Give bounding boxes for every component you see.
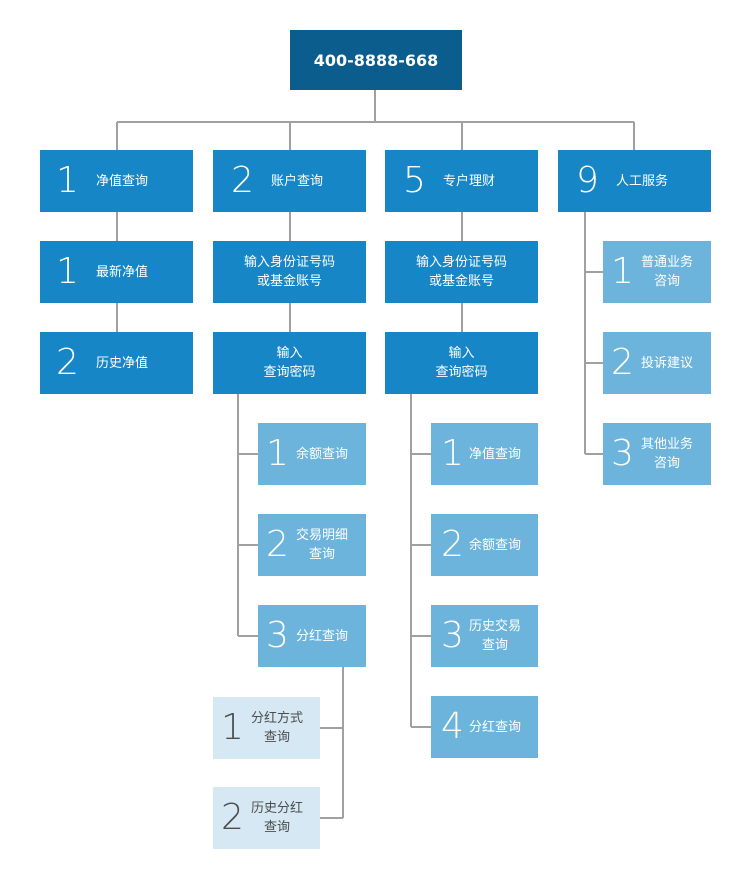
option-label: 历史分红 查询: [251, 801, 304, 835]
option-number: 2: [221, 797, 244, 838]
option-number: 3: [266, 615, 289, 656]
branch-number: 2: [231, 160, 254, 201]
special-option-nav: 1 净值查询: [431, 423, 538, 485]
manual-option-complaint: 2 投诉建议: [603, 332, 711, 394]
manual-option-general: 1 普通业务 咨询: [603, 241, 711, 303]
option-label: 余额查询: [296, 446, 349, 462]
option-number: 3: [441, 615, 464, 656]
option-number: 1: [266, 433, 289, 474]
option-label: 分红查询: [296, 628, 349, 644]
option-number: 1: [441, 433, 464, 474]
account-step-password-input: 输入 查询密码: [213, 332, 366, 394]
option-number: 1: [56, 251, 79, 292]
option-number: 4: [441, 706, 464, 747]
option-label: 历史交易 查询: [469, 619, 522, 653]
option-label: 净值查询: [469, 446, 522, 462]
option-number: 2: [611, 342, 634, 383]
step-label: 输入 查询密码: [263, 346, 316, 380]
option-latest-nav: 1 最新净值: [40, 241, 193, 303]
branch-nav-query: 1 净值查询: [40, 150, 193, 212]
account-option-balance: 1 余额查询: [258, 423, 366, 485]
special-option-dividend: 4 分红查询: [431, 696, 538, 758]
branch-manual-service: 9 人工服务: [558, 150, 711, 212]
option-number: 2: [266, 524, 289, 565]
branch-label: 专户理财: [443, 173, 496, 189]
option-number: 3: [611, 433, 634, 474]
manual-option-other: 3 其他业务 咨询: [603, 423, 711, 485]
root-hotline-node: 400-8888-668: [290, 30, 462, 90]
option-label: 分红方式 查询: [251, 711, 304, 745]
option-label: 余额查询: [469, 537, 522, 553]
option-label: 普通业务 咨询: [641, 255, 694, 289]
special-step-id-input: 输入身份证号码 或基金账号: [385, 241, 538, 303]
branch-number: 9: [576, 160, 599, 201]
option-label: 投诉建议: [641, 355, 694, 371]
option-number: 1: [611, 251, 634, 292]
branch-label: 账户查询: [271, 173, 324, 189]
account-option-dividend: 3 分红查询: [258, 605, 366, 667]
branch-number: 5: [403, 160, 426, 201]
account-step-id-input: 输入身份证号码 或基金账号: [213, 241, 366, 303]
option-number: 2: [56, 342, 79, 383]
dividend-option-history: 2 历史分红 查询: [213, 787, 320, 849]
option-label: 交易明细 查询: [296, 528, 349, 562]
special-option-balance: 2 余额查询: [431, 514, 538, 576]
branch-label: 人工服务: [616, 173, 669, 189]
dividend-option-method: 1 分红方式 查询: [213, 697, 320, 759]
option-label: 历史净值: [96, 355, 149, 371]
branch-special-account: 5 专户理财: [385, 150, 538, 212]
option-number: 2: [441, 524, 464, 565]
step-label: 输入身份证号码 或基金账号: [243, 255, 335, 289]
option-label: 其他业务 咨询: [641, 437, 694, 471]
step-label: 输入身份证号码 或基金账号: [415, 255, 507, 289]
option-number: 1: [221, 707, 244, 748]
branch-number: 1: [56, 160, 79, 201]
special-option-history: 3 历史交易 查询: [431, 605, 538, 667]
option-label: 最新净值: [96, 264, 149, 280]
option-historical-nav: 2 历史净值: [40, 332, 193, 394]
option-label: 分红查询: [469, 719, 522, 735]
step-label: 输入 查询密码: [435, 346, 488, 380]
hotline-number: 400-8888-668: [313, 50, 439, 70]
branch-label: 净值查询: [96, 173, 149, 189]
account-option-transactions: 2 交易明细 查询: [258, 514, 366, 576]
special-step-password-input: 输入 查询密码: [385, 332, 538, 394]
branch-account-query: 2 账户查询: [213, 150, 366, 212]
